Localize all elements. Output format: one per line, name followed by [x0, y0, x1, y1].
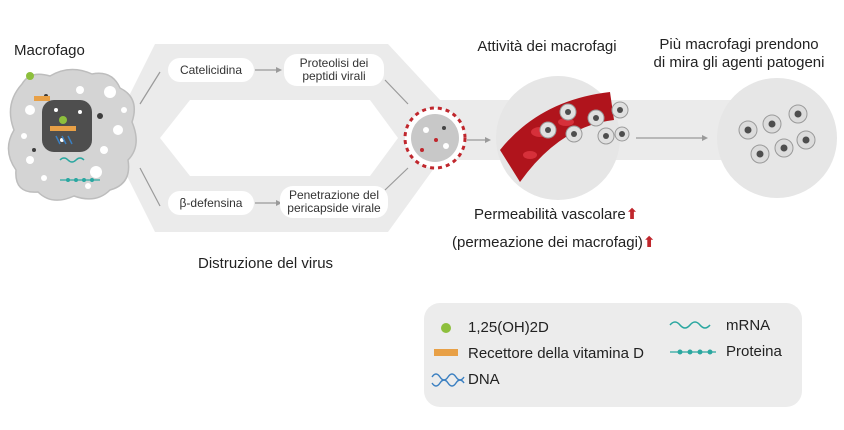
vascular-permeability-label: Permeabilità vascolare⬆	[474, 206, 639, 223]
pathway-band-cutout	[160, 100, 398, 176]
mrna-wave-icon	[669, 321, 711, 329]
blood-vessel	[496, 76, 630, 200]
legend-label-vitamin: 1,25(OH)2D	[468, 319, 549, 336]
macrophage-cell	[7, 68, 137, 201]
dna-helix-icon	[431, 373, 465, 387]
cathelicidin-label: Catelicidina	[168, 58, 254, 82]
pathogen-target	[717, 78, 837, 198]
virus-destruction-caption: Distruzione del virus	[198, 255, 334, 272]
increase-arrow-icon: ⬆	[625, 206, 639, 223]
legend-label-receptor: Recettore della vitamina D	[468, 345, 644, 362]
viral-peptide-proteolysis-label: Proteolisi dei peptidi virali	[284, 54, 384, 86]
legend-label-mrna: mRNA	[726, 317, 771, 334]
legend: 1,25(OH)2D Recettore della vitamina D DN…	[424, 303, 802, 407]
macrophage-permeation-label: (permeazione dei macrofagi)⬆	[452, 234, 656, 251]
macrophage-title: Macrofago	[14, 42, 85, 59]
green-dot-icon	[441, 323, 451, 333]
viral-envelope-penetration-label: Penetrazione del pericapside virale	[280, 186, 388, 218]
orange-bar-icon	[434, 349, 458, 356]
macrophage-activity-title: Attività dei macrofagi	[477, 38, 617, 55]
increase-arrow-icon: ⬆	[642, 234, 656, 251]
legend-label-dna: DNA	[468, 371, 500, 388]
protein-chain-icon	[670, 349, 716, 355]
virus-particle	[403, 106, 467, 170]
legend-label-protein: Proteina	[726, 343, 782, 360]
pathogen-targeting-title: Più macrofagi prendono di mira gli agent…	[653, 36, 825, 71]
beta-defensin-label: β-defensina	[168, 191, 254, 215]
